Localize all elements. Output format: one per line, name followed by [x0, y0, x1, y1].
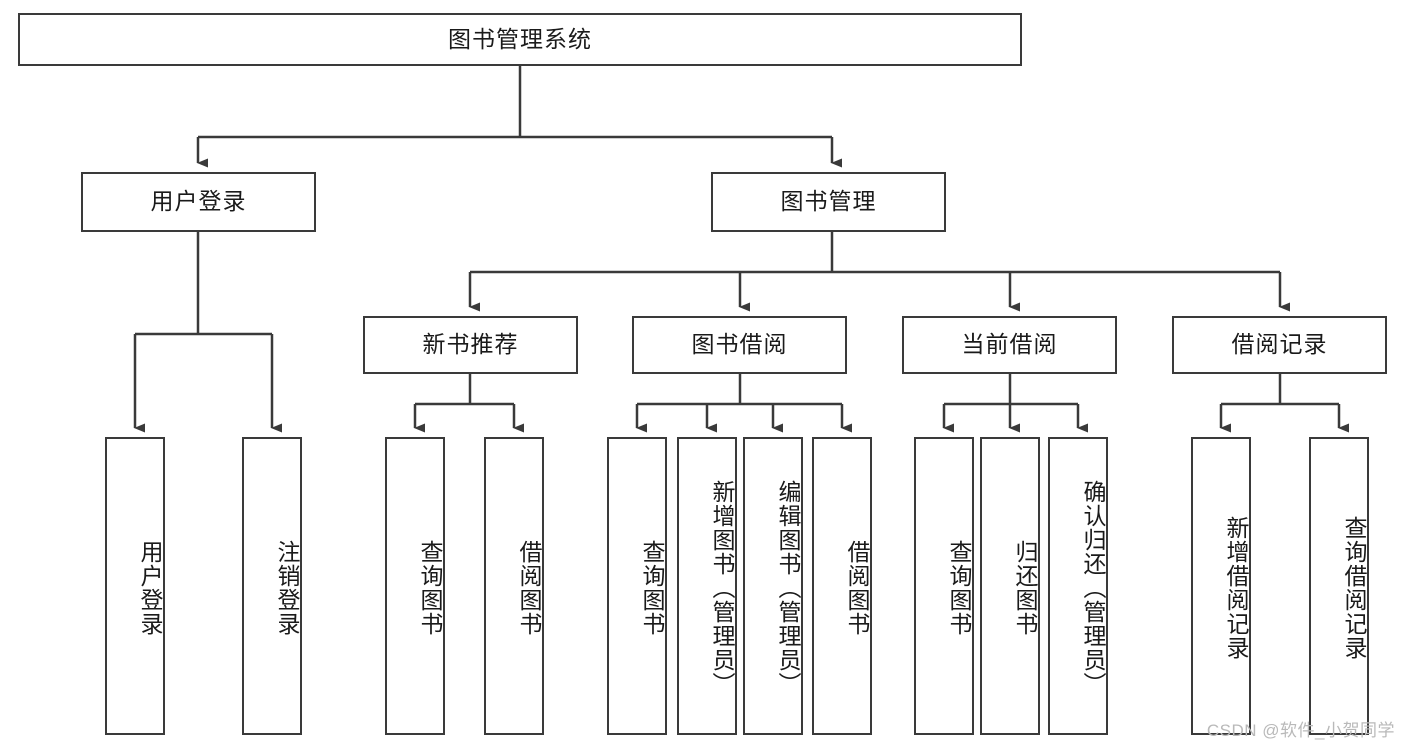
csdn-watermark: CSDN @软件_小贺同学 [1206, 721, 1395, 740]
node-leaf-borrow-book-1[interactable]: 借阅图书 [484, 437, 544, 735]
node-book-management[interactable]: 图书管理 [711, 172, 946, 232]
node-leaf-borrow-book-2[interactable]: 借阅图书 [812, 437, 872, 735]
node-root-book-management-system[interactable]: 图书管理系统 [18, 13, 1022, 66]
node-user-login[interactable]: 用户登录 [81, 172, 316, 232]
node-label: 确认归还（管理员） [1080, 480, 1106, 696]
node-label: 图书管理 [780, 188, 877, 215]
node-label: 新增借阅记录 [1223, 516, 1249, 660]
node-label: 借阅图书 [844, 540, 870, 636]
node-label: 用户登录 [150, 188, 247, 215]
node-label: 查询图书 [639, 540, 665, 636]
node-label: 编辑图书（管理员） [775, 480, 801, 696]
node-borrow-record[interactable]: 借阅记录 [1172, 316, 1387, 374]
node-label: 查询图书 [946, 540, 972, 636]
node-label: 借阅图书 [516, 540, 542, 636]
node-leaf-user-login[interactable]: 用户登录 [105, 437, 165, 735]
node-label: 图书管理系统 [448, 25, 592, 52]
node-leaf-return-book[interactable]: 归还图书 [980, 437, 1040, 735]
node-label: 归还图书 [1012, 540, 1038, 636]
node-book-borrow[interactable]: 图书借阅 [632, 316, 847, 374]
node-label: 当前借阅 [961, 331, 1058, 358]
node-leaf-query-record[interactable]: 查询借阅记录 [1309, 437, 1369, 735]
node-leaf-edit-book[interactable]: 编辑图书（管理员） [743, 437, 803, 735]
node-label: 图书借阅 [691, 331, 788, 358]
node-leaf-user-logout[interactable]: 注销登录 [242, 437, 302, 735]
node-label: 新书推荐 [422, 331, 519, 358]
node-label: 查询借阅记录 [1341, 516, 1367, 660]
node-leaf-add-book[interactable]: 新增图书（管理员） [677, 437, 737, 735]
node-leaf-confirm-return[interactable]: 确认归还（管理员） [1048, 437, 1108, 735]
node-leaf-query-book-2[interactable]: 查询图书 [607, 437, 667, 735]
node-leaf-query-book-3[interactable]: 查询图书 [914, 437, 974, 735]
node-current-borrow[interactable]: 当前借阅 [902, 316, 1117, 374]
node-label: 注销登录 [274, 540, 300, 636]
node-label: 借阅记录 [1231, 331, 1328, 358]
node-leaf-query-book-1[interactable]: 查询图书 [385, 437, 445, 735]
node-leaf-add-record[interactable]: 新增借阅记录 [1191, 437, 1251, 735]
node-label: 用户登录 [137, 540, 163, 636]
node-label: 查询图书 [417, 540, 443, 636]
node-label: 新增图书（管理员） [709, 480, 735, 696]
node-new-book-recommend[interactable]: 新书推荐 [363, 316, 578, 374]
